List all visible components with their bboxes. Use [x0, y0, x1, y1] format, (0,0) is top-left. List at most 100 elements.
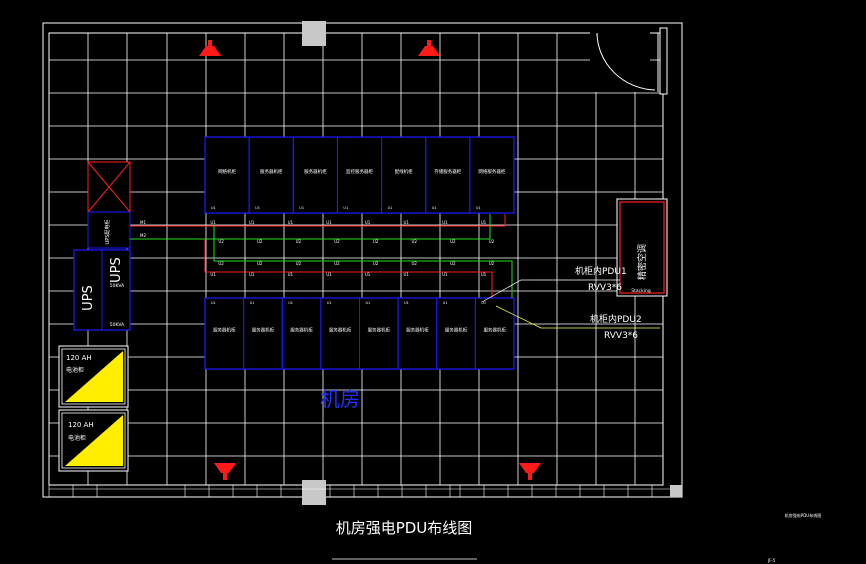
column-top: [302, 21, 326, 46]
rack-port-label: U1: [481, 301, 486, 305]
pdu-callouts: 机柜内PDU1 RVV3*6 机柜内PDU2 RVV3*6: [481, 265, 660, 341]
circuit-tag: U1: [481, 220, 487, 225]
rack-port-label: U1: [211, 206, 216, 210]
ups-label-2: UPS: [109, 257, 124, 283]
pdu1-callout-name: 机柜内PDU1: [575, 265, 627, 277]
circuit-tag: U2: [450, 239, 456, 244]
door-icon: [590, 27, 668, 95]
battery-label-2: 电池柜: [68, 434, 86, 442]
circuit-tag: U1: [442, 272, 448, 277]
rack-label: 服务器机柜: [483, 327, 506, 334]
circuit-tag: U2: [450, 261, 456, 266]
ceiling-lamp-icon: [199, 40, 541, 480]
distribution-label: UPS配电柜: [104, 220, 111, 245]
distribution-cabinet: UPS配电柜: [87, 161, 131, 249]
rack-cabinet: [474, 297, 515, 370]
rack-cabinet: [469, 136, 515, 214]
green-feeder-bottom: [213, 226, 513, 298]
circuit-tag: U2: [257, 261, 263, 266]
rack-label: 服务器机柜: [252, 327, 275, 334]
circuit-tag: U2: [257, 239, 263, 244]
rack-port-label: U1: [288, 301, 293, 305]
circuit-tag: U1: [481, 272, 487, 277]
circuit-tag: U2: [411, 239, 417, 244]
feeder-tag: M1: [140, 220, 146, 225]
circuit-tag: U2: [218, 239, 224, 244]
rack-label: 服务器机柜: [213, 327, 236, 334]
circuit-tag: U1: [442, 220, 448, 225]
control-cabinet-label: 精密空调: [636, 244, 648, 280]
outer-wall: [42, 22, 683, 498]
rack-label: 存储服务器柜: [434, 168, 461, 175]
ups-label-1: UPS: [81, 285, 96, 311]
rack-row-top-frame: [204, 136, 515, 214]
rack-port-label: U1: [388, 206, 393, 210]
battery-cabinet-2: 120 AH 电池柜: [58, 409, 129, 472]
control-cabinet: 精密空调 Stacking: [616, 198, 668, 297]
circuit-tag: U2: [489, 261, 495, 266]
circuit-tag: U2: [411, 261, 417, 266]
circuit-tag: U2: [296, 261, 302, 266]
column-corner: [670, 485, 682, 497]
red-feeder-bottom: [204, 239, 493, 298]
circuit-tag: U1: [326, 220, 332, 225]
circuit-tag: U1: [365, 220, 371, 225]
rack-port-label: U1: [432, 206, 437, 210]
page-marker: JF-5: [767, 558, 776, 563]
battery-label-1: 电池柜: [66, 366, 84, 374]
red-feeder-top: [130, 214, 506, 227]
feeder-tag: M2: [140, 233, 146, 238]
room-label: 机房: [320, 387, 360, 411]
rack-port-label: U1: [211, 301, 216, 305]
column-bottom: [302, 480, 326, 505]
rack-label: 网络服务器柜: [478, 168, 505, 175]
pdu2-callout-cable: RVV3*6: [604, 331, 638, 341]
ups-capacity-2: 50KVA: [110, 322, 125, 328]
rack-port-label: U1: [250, 301, 255, 305]
circuit-tag: U1: [403, 272, 409, 277]
rack-label: 网络机柜: [218, 168, 236, 175]
circuit-tag: U2: [218, 261, 224, 266]
circuit-tag: U1: [288, 220, 294, 225]
rack-label: 服务器机柜: [368, 327, 391, 334]
circuit-tag: U1: [210, 220, 216, 225]
battery-cabinet-1: 120 AH 电池柜: [58, 345, 129, 408]
rack-label: 服务器机柜: [445, 327, 468, 334]
circuit-tag: U1: [326, 272, 332, 277]
pdu2-callout-name: 机柜内PDU2: [590, 313, 642, 325]
ups-cabinets: UPS UPS 50KVA 50KVA: [73, 249, 131, 331]
drawing-title: 机房强电PDU布线图: [336, 519, 473, 537]
circuit-tag: U1: [249, 220, 255, 225]
circuit-tag: U2: [334, 261, 340, 266]
inner-wall: [48, 32, 664, 486]
rack-port-label: U1: [343, 206, 348, 210]
battery-capacity-1: 120 AH: [66, 354, 92, 362]
circuit-tag: U2: [489, 239, 495, 244]
circuit-tag: U1: [249, 272, 255, 277]
rack-label: 服务器机柜: [406, 327, 429, 334]
rack-port-label: U1: [476, 206, 481, 210]
rack-row-bottom: 服务器机柜 U1 服务器机柜 U1 服务器机柜 U1 服务器机柜 U1 服务器机柜 U1 服务器机柜…: [204, 297, 515, 370]
rack-port-label: U1: [404, 301, 409, 305]
circuit-tag: U2: [296, 239, 302, 244]
ups-capacity-1: 50KVA: [110, 283, 125, 289]
circuit-tag: U1: [403, 220, 409, 225]
rack-label: 服务器机柜: [304, 168, 327, 175]
rack-port-label: U1: [327, 301, 332, 305]
rack-label: 服务器机柜: [260, 168, 283, 175]
circuit-tag: U2: [373, 261, 379, 266]
battery-capacity-2: 120 AH: [68, 421, 94, 429]
rack-port-label: U1: [443, 301, 448, 305]
pdu1-callout-cable: RVV3*6: [588, 283, 622, 293]
footnote: 机房强电PDU布线图: [785, 512, 821, 518]
rack-label: 监控服务器柜: [346, 168, 373, 175]
circuit-tag: U2: [334, 239, 340, 244]
rack-row-top: 网络机柜U1服务器机柜U1服务器机柜U1监控服务器柜U1配线机柜U1存储服务器柜…: [204, 136, 515, 214]
circuit-tag: U1: [210, 272, 216, 277]
control-cabinet-sub: Stacking: [631, 288, 651, 294]
rack-label: 服务器机柜: [290, 327, 313, 334]
green-feeder-top: [130, 214, 491, 240]
rack-label: 服务器机柜: [329, 327, 352, 334]
circuit-tag: U1: [365, 272, 371, 277]
